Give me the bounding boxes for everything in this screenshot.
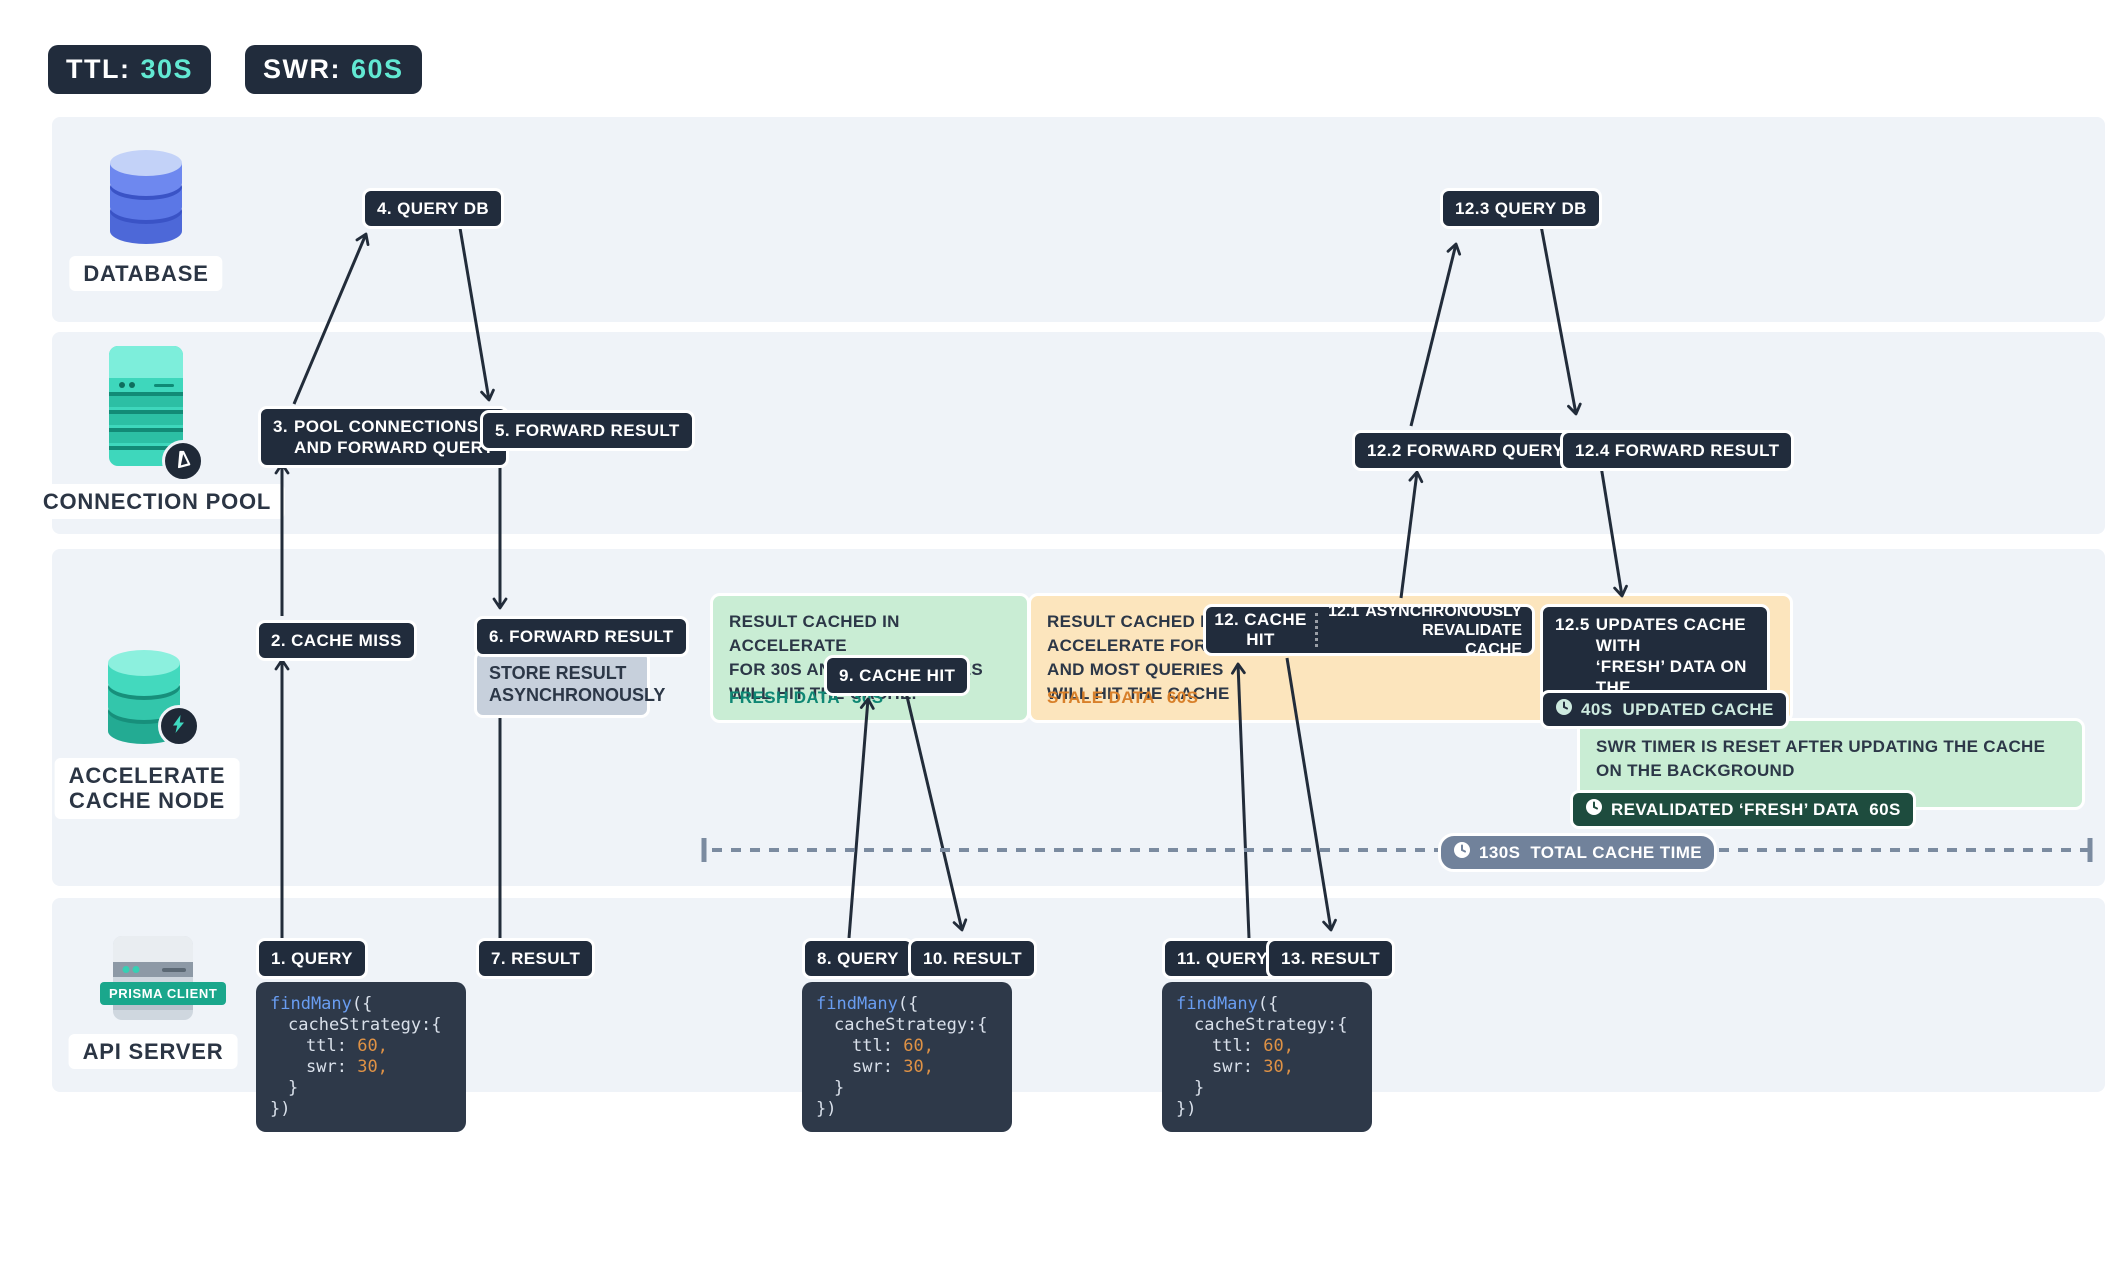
- swr-value: 60S: [350, 54, 404, 84]
- stale-cache-note-text: RESULT CACHED IN ACCELERATE FOR 60S AND …: [1047, 612, 1243, 703]
- step-revalidate-number: 12.1: [1328, 602, 1360, 620]
- step-forward-result-6: 6. FORWARD RESULT: [474, 616, 689, 657]
- revalidated-text: REVALIDATED ‘FRESH’ DATA: [1611, 799, 1860, 819]
- clock-icon: [1585, 798, 1603, 821]
- fresh-data-tag-label: FRESH DATA: [729, 688, 841, 707]
- step-result-7: 7. RESULT: [476, 938, 596, 979]
- step-forward-query-12-2: 12.2 FORWARD QUERY: [1352, 430, 1580, 471]
- step-revalidate-text: ASYNCHRONOUSLY REVALIDATE CACHE: [1365, 602, 1522, 658]
- step-query-db-12-3: 12.3 QUERY DB: [1440, 188, 1602, 229]
- clock-icon: [1453, 841, 1471, 864]
- step-pool-connections: 3. POOL CONNECTIONS AND FORWARD QUERY: [258, 406, 510, 468]
- step-cache-miss: 2. CACHE MISS: [256, 620, 417, 661]
- step-query-db: 4. QUERY DB: [362, 188, 505, 229]
- cache-timeline: [701, 838, 2093, 862]
- connection-pool-icon: [106, 344, 186, 473]
- code-function: findMany: [1176, 994, 1258, 1014]
- code-block-query-8: findMany({ cacheStrategy:{ ttl: 60, swr:…: [802, 982, 1012, 1132]
- total-cache-time-value: 130S: [1479, 842, 1521, 862]
- prisma-logo-icon: [173, 448, 193, 475]
- ttl-badge: TTL: 30S: [48, 45, 212, 94]
- step-revalidate-12-1: 12.1 ASYNCHRONOUSLY REVALIDATE CACHE: [1318, 602, 1532, 659]
- dotted-divider: [1315, 613, 1319, 647]
- accelerate-cache-label: ACCELERATE CACHE NODE: [54, 758, 240, 819]
- connection-pool-label: CONNECTION POOL: [28, 484, 286, 520]
- database-icon: [104, 148, 188, 251]
- step-query-11: 11. QUERY: [1162, 938, 1283, 979]
- step-forward-result-5: 5. FORWARD RESULT: [480, 410, 695, 451]
- ttl-label: TTL:: [66, 54, 131, 84]
- step-query-8: 8. QUERY: [802, 938, 914, 979]
- api-server-label: API SERVER: [68, 1034, 238, 1070]
- revalidated-value: 60S: [1869, 799, 1901, 819]
- code-function: findMany: [816, 994, 898, 1014]
- clock-icon: [1555, 698, 1573, 721]
- step-cache-hit-12: 12. CACHE HIT: [1214, 610, 1307, 649]
- step-pool-number: 3.: [273, 417, 288, 436]
- updated-cache-text: UPDATED CACHE: [1622, 699, 1774, 719]
- prisma-client-ribbon: PRISMA CLIENT: [100, 982, 227, 1005]
- total-cache-time-badge: 130S TOTAL CACHE TIME: [1438, 833, 1717, 872]
- lightning-icon: [169, 714, 189, 739]
- revalidated-badge: REVALIDATED ‘FRESH’ DATA 60S: [1570, 790, 1916, 829]
- swr-badge: SWR: 60S: [245, 45, 422, 94]
- updated-cache-badge: 40S UPDATED CACHE: [1540, 690, 1789, 729]
- step-query-1: 1. QUERY: [256, 938, 368, 979]
- stale-data-tag-value: 60S: [1166, 688, 1199, 707]
- lightning-badge: [158, 705, 200, 747]
- code-block-query-1: findMany({ cacheStrategy:{ ttl: 60, swr:…: [256, 982, 466, 1132]
- updated-cache-value: 40S: [1581, 699, 1613, 719]
- step-cache-hit-12-group: 12. CACHE HIT 12.1 ASYNCHRONOUSLY REVALI…: [1203, 602, 1535, 659]
- step-forward-result-12-4: 12.4 FORWARD RESULT: [1560, 430, 1795, 471]
- prisma-logo-badge: [162, 440, 204, 482]
- total-cache-time-text: TOTAL CACHE TIME: [1530, 842, 1702, 862]
- store-result-note: STORE RESULT ASYNCHRONOUSLY: [474, 650, 665, 718]
- code-block-query-11: findMany({ cacheStrategy:{ ttl: 60, swr:…: [1162, 982, 1372, 1132]
- code-function: findMany: [270, 994, 352, 1014]
- step-cache-hit-9: 9. CACHE HIT: [824, 655, 971, 696]
- swr-timer-note-text: SWR TIMER IS RESET AFTER UPDATING THE CA…: [1596, 737, 2046, 780]
- step-result-13: 13. RESULT: [1266, 938, 1396, 979]
- ttl-value: 30S: [140, 54, 194, 84]
- step-pool-text: POOL CONNECTIONS AND FORWARD QUERY: [293, 417, 495, 457]
- stale-data-tag: STALE DATA 60S: [1047, 688, 1198, 708]
- step-updates-number: 12.5: [1555, 615, 1590, 634]
- database-label: DATABASE: [69, 256, 223, 292]
- stale-data-tag-label: STALE DATA: [1047, 688, 1155, 707]
- swr-label: SWR:: [263, 54, 341, 84]
- step-result-10: 10. RESULT: [908, 938, 1038, 979]
